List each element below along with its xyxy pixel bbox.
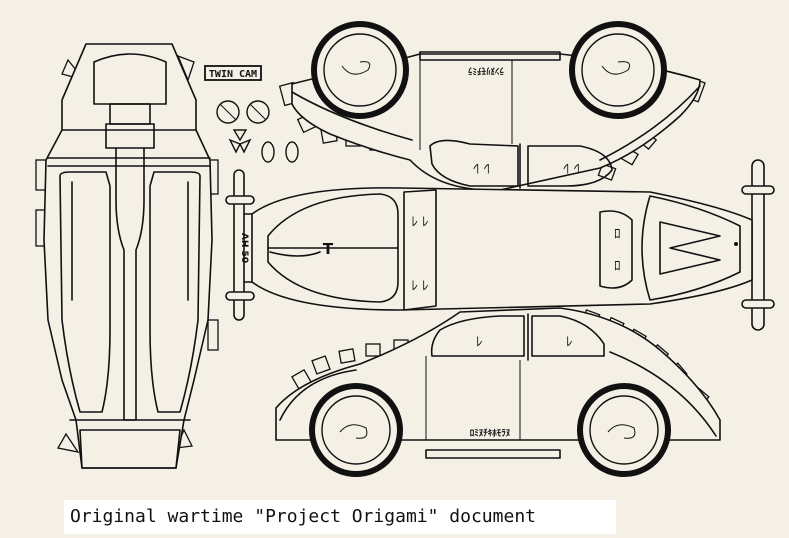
svg-text:ﾚ: ﾚ: [566, 335, 573, 350]
svg-text:ﾛ: ﾛ: [614, 227, 621, 242]
headlight-parts: [216, 100, 299, 163]
floor-pan-piece: [35, 43, 219, 469]
twin-cam-label: TWIN CAM: [209, 69, 257, 80]
side-script-text: ﾗﾝﾇﾘﾓﾁﾐﾗ: [468, 65, 505, 76]
side-script-text: ﾛﾐﾇﾁｷﾎﾓﾗﾇ: [470, 428, 511, 439]
wheel-icon: [569, 21, 667, 119]
svg-text:ﾚ ﾚ: ﾚ ﾚ: [411, 279, 428, 294]
document-caption: Original wartime "Project Origami" docum…: [64, 500, 616, 534]
svg-text:ﾛ: ﾛ: [614, 259, 621, 274]
license-plate-text: AH 50: [239, 233, 249, 263]
wheel-icon: [577, 383, 671, 477]
roof-letter: T: [323, 240, 334, 258]
side-view-upper-piece: ﾚ ﾚ ﾚ ﾚ ﾗﾝﾇﾘﾓﾁﾐﾗ: [278, 21, 706, 191]
twin-cam-label-tag: TWIN CAM: [204, 65, 262, 81]
svg-text:ﾚ: ﾚ: [476, 335, 483, 350]
wheel-icon: [311, 21, 409, 119]
svg-text:ﾚ ﾚ: ﾚ ﾚ: [473, 160, 490, 175]
side-view-lower-piece: ﾚ ﾚ ﾛﾐﾇﾁｷﾎﾓﾗﾇ: [275, 307, 721, 477]
top-view-piece: T ﾚ ﾚ ﾚ ﾚ ﾛ ﾛ AH 50: [225, 159, 775, 331]
svg-text:ﾚ ﾚ: ﾚ ﾚ: [411, 215, 428, 230]
svg-text:ﾚ ﾚ: ﾚ ﾚ: [563, 160, 580, 175]
wheel-icon: [309, 383, 403, 477]
